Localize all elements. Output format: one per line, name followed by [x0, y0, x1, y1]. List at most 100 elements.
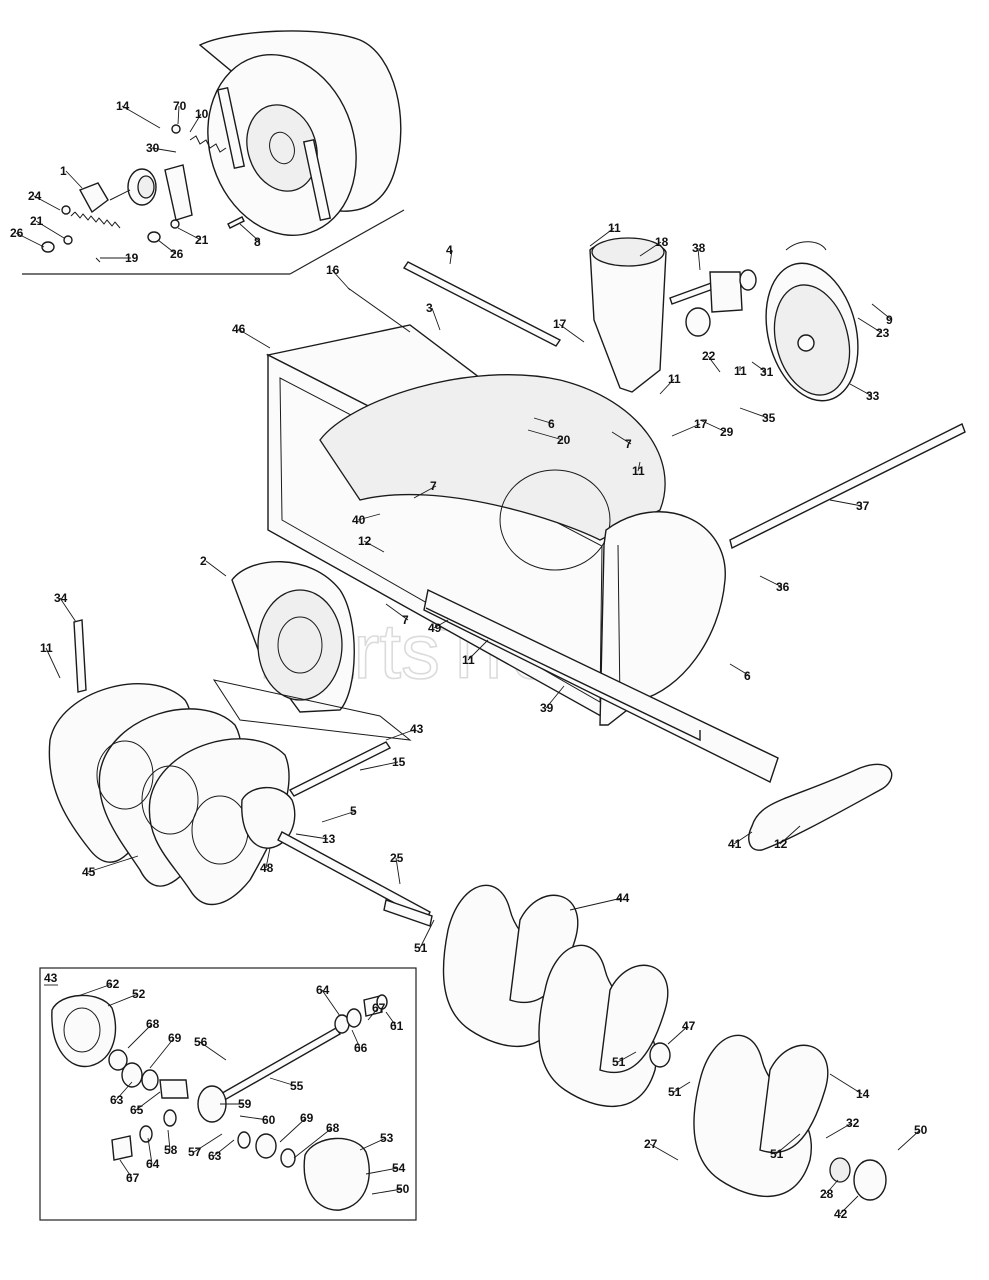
callout-c12b: 12 [774, 837, 788, 851]
callout-leader-c20 [527, 429, 564, 441]
callout-leader-c11c [659, 378, 675, 395]
callout-leader-c57 [193, 1133, 223, 1153]
callout-leader-c29 [699, 419, 727, 433]
callout-leader-c33 [849, 383, 873, 397]
callout-leader-c17a [558, 323, 585, 343]
callout-c69a: 69 [168, 1031, 182, 1045]
callout-leader-c69b [279, 1117, 307, 1143]
callout-c14b: 14 [856, 1087, 870, 1101]
callout-c21a: 21 [30, 214, 44, 228]
callout-leader-c63a [115, 1081, 133, 1101]
callout-c70: 70 [173, 99, 187, 113]
callout-leader-c49 [433, 619, 449, 629]
callout-c11c: 11 [668, 372, 681, 386]
callout-c34: 34 [54, 591, 68, 605]
callout-c39: 39 [540, 701, 554, 715]
callout-c22: 22 [702, 349, 716, 363]
callout-leader-c50a [897, 1129, 921, 1151]
callout-c14a: 14 [116, 99, 130, 113]
callout-c6b: 6 [744, 669, 751, 683]
callout-c67a: 67 [372, 1001, 386, 1015]
callout-c33: 33 [866, 389, 880, 403]
callout-c1: 1 [60, 164, 67, 178]
callout-leader-c32 [825, 1122, 853, 1139]
callout-leader-c7a [611, 431, 632, 445]
callout-leader-c30 [151, 147, 177, 153]
callout-leader-c11e [45, 647, 61, 679]
callout-c36: 36 [776, 580, 790, 594]
callout-c16: 16 [326, 263, 340, 277]
callout-c24: 24 [28, 189, 42, 203]
callout-c40: 40 [352, 513, 366, 527]
callout-c64b: 64 [146, 1157, 160, 1171]
callout-c50a: 50 [914, 1123, 928, 1137]
callout-leader-c17b [671, 423, 701, 437]
callout-leader-c31 [751, 361, 767, 373]
callout-c68a: 68 [146, 1017, 160, 1031]
callout-c67b: 67 [126, 1171, 140, 1185]
callout-leader-c40 [357, 513, 381, 521]
callout-leader-c51a [419, 919, 435, 949]
callout-c37: 37 [856, 499, 870, 513]
callout-leader-c11d [637, 461, 641, 472]
idler-pulley [79, 164, 193, 221]
callout-c26a: 26 [10, 226, 24, 240]
callout-leader-c26a [15, 232, 45, 248]
callout-leader-c60 [239, 1115, 269, 1121]
hardware-small [41, 124, 245, 253]
callout-leader-c5 [321, 810, 357, 823]
callout-leader-c21b [177, 227, 202, 241]
callout-c64a: 64 [316, 983, 330, 997]
callout-c23: 23 [876, 326, 890, 340]
auger-housing [265, 237, 966, 851]
callout-c9: 9 [886, 313, 893, 327]
callout-leader-c48 [265, 847, 271, 869]
callout-leader-c23 [857, 317, 883, 334]
callout-leader-c55 [269, 1077, 297, 1087]
callout-c18: 18 [655, 235, 669, 249]
callout-leader-c35 [739, 407, 769, 419]
callout-c48: 48 [260, 861, 274, 875]
callout-c66: 66 [354, 1041, 368, 1055]
wheel-idler-inset [22, 30, 405, 275]
callout-c2: 2 [200, 554, 207, 568]
bearing-stack [685, 269, 757, 337]
callout-leader-c7b [413, 485, 437, 499]
callout-leader-c65 [135, 1091, 161, 1111]
callout-c69b: 69 [300, 1111, 314, 1125]
callout-leader-c45 [87, 855, 139, 873]
callout-leader-c4 [449, 249, 453, 265]
callout-c26b: 26 [170, 247, 184, 261]
callout-leader-c13 [295, 833, 329, 840]
callout-c11f: 11 [462, 653, 475, 667]
callout-c52: 52 [132, 987, 146, 1001]
callout-leader-c69a [149, 1037, 175, 1069]
callout-c11e: 11 [40, 641, 53, 655]
callout-c42: 42 [834, 1207, 848, 1221]
callout-c19: 19 [125, 251, 139, 265]
callout-leader-c22 [707, 355, 721, 373]
callout-leader-c47 [667, 1025, 689, 1045]
callout-c44: 44 [616, 891, 630, 905]
inset-divider-diagonal [289, 209, 405, 275]
callout-c25: 25 [390, 851, 404, 865]
callout-leader-c68a [127, 1023, 153, 1049]
callout-leader-c67b [119, 1159, 133, 1179]
callout-leader-c51c [673, 1081, 691, 1093]
callout-leader-c14b [829, 1073, 863, 1095]
callout-leader-c36 [759, 575, 783, 588]
callout-leader-c25 [395, 857, 401, 885]
callout-c38: 38 [692, 241, 706, 255]
gearbox-inset: 43 [39, 967, 417, 1221]
impeller [212, 561, 412, 741]
callout-leader-c39 [545, 685, 565, 709]
callout-c61: 61 [390, 1019, 404, 1033]
callout-c6a: 6 [548, 417, 555, 431]
callout-c65: 65 [130, 1103, 144, 1117]
callout-c51d: 51 [770, 1147, 784, 1161]
callout-leader-c12a [363, 540, 385, 553]
callout-leader-c10 [189, 113, 202, 133]
callout-leader-c15 [359, 761, 399, 771]
callout-c11d: 11 [632, 464, 645, 478]
